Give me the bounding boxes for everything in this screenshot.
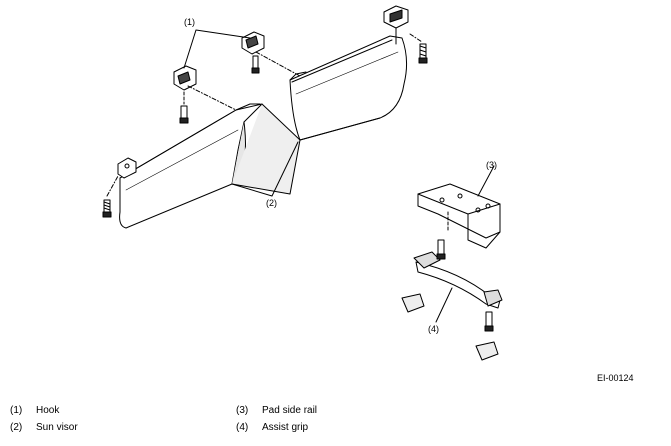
legend-num: (4) xyxy=(236,422,249,433)
pad-side-rail xyxy=(417,165,501,249)
legend-item-hook: (1) Hook xyxy=(10,405,59,416)
legend-item-sun-visor: (2) Sun visor xyxy=(10,422,78,433)
callout-1: (1) xyxy=(184,17,195,27)
legend-num: (3) xyxy=(236,405,249,416)
legend-label: Hook xyxy=(36,405,60,416)
legend-num: (1) xyxy=(10,405,23,416)
callout-4: (4) xyxy=(428,324,439,334)
assist-grip xyxy=(401,239,503,361)
legend-label: Sun visor xyxy=(36,422,78,433)
legend-num: (2) xyxy=(10,422,23,433)
hook-upper xyxy=(241,31,301,77)
legend-label: Assist grip xyxy=(262,422,309,433)
callout-3: (3) xyxy=(486,160,497,170)
legend-label: Pad side rail xyxy=(262,405,318,416)
legend-item-assist-grip: (4) Assist grip xyxy=(236,422,308,433)
hook-lower xyxy=(173,65,237,124)
right-sun-visor xyxy=(289,5,428,141)
left-sun-visor xyxy=(102,103,301,229)
legend-item-pad-side-rail: (3) Pad side rail xyxy=(236,405,317,416)
callout-2: (2) xyxy=(266,198,277,208)
figure-id: EI-00124 xyxy=(597,373,634,383)
